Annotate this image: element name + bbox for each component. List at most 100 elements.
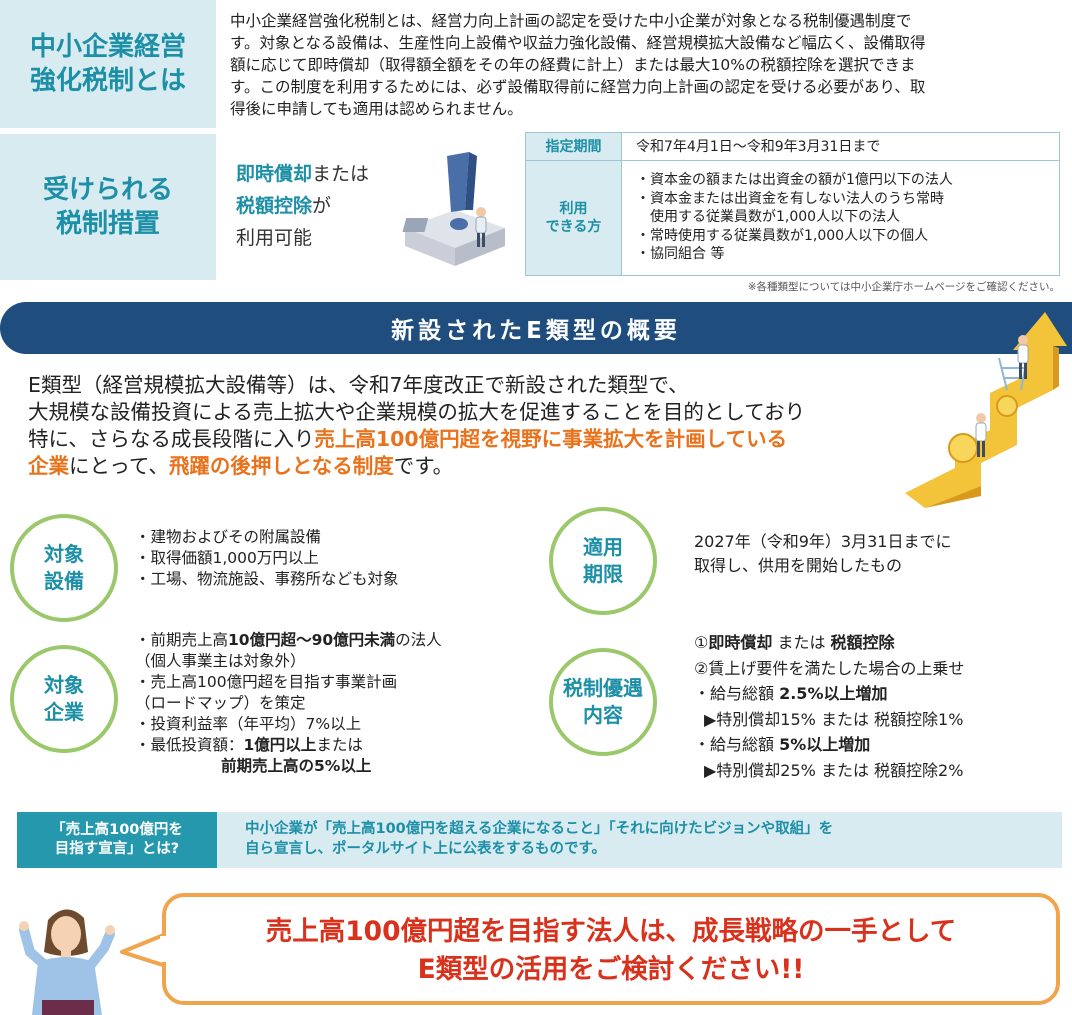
benefit-summary: 即時償却または 税額控除が 利用可能 — [236, 158, 369, 254]
users-line: ・資本金または出資金を有しない法人のうち常時 — [636, 190, 944, 207]
call-to-action-callout: 売上高100億円超を目指す法人は、成長戦略の一手として E類型の活用をご検討くだ… — [162, 893, 1060, 1005]
benefit-bold: 2.5%以上増加 — [779, 684, 888, 703]
period-text: 2027年（令和9年）3月31日までに 取得し、供用を開始したもの — [694, 530, 951, 578]
intro-line: す。対象となる設備は、生産性向上設備や収益力強化設備、経営規模拡大設備など幅広く… — [230, 34, 926, 52]
label2-line1: 受けられる — [42, 175, 173, 205]
benefit-text: ① — [694, 633, 709, 652]
intro-line: 中小企業経営強化税制とは、経営力向上計画の認定を受けた中小企業が対象となる税制優… — [230, 12, 912, 30]
declaration-label-line: 「売上高100億円を — [51, 822, 183, 838]
intro-line: 額に応じて即時償却（取得額全額をその年の経費に計上）または最大10%の税額控除を… — [230, 56, 916, 74]
label1-line2: 強化税制とは — [29, 66, 186, 96]
company-text: ・最低投資額： — [135, 736, 244, 754]
label-tax-measures: 受けられる 税制措置 — [0, 134, 216, 280]
users-value: ・資本金の額または出資金の額が1億円以下の法人 ・資本金または出資金を有しない法… — [636, 171, 953, 264]
users-label-line1: 利用 — [559, 201, 588, 217]
circle-label: 対象 — [44, 673, 84, 697]
equipment-list: ・建物およびその附属設備 ・取得価額1,000万円以上 ・工場、物流施設、事務所… — [135, 527, 399, 590]
users-line: 使用する従業員数が1,000人以下の法人 — [636, 209, 901, 225]
eintro-text: 特に、さらなる成長段階に入り — [28, 427, 315, 451]
benefit-text: ・給与総額 — [694, 735, 780, 754]
circle-label: 期限 — [583, 562, 623, 586]
benefit-text: または — [312, 163, 370, 185]
company-bold: 10億円超～90億円未満 — [228, 631, 396, 649]
declaration-text: 中小企業が「売上高100億円を超える企業になること」「それに向けたビジョンや取組… — [217, 812, 1062, 868]
circle-tax-benefit: 税制優遇 内容 — [549, 648, 657, 756]
company-text: ・投資利益率（年平均）7%以上 — [135, 715, 362, 733]
eintro-line: E類型（経営規模拡大設備等）は、令和7年度改正で新設された類型で、 — [28, 373, 689, 397]
company-requirements: ・前期売上高10億円超～90億円未満の法人 （個人事業主は対象外） ・売上高10… — [135, 630, 442, 777]
benefit-text: ▶特別償却15% または 税額控除1% — [704, 709, 964, 729]
benefit-bold: 即時償却 — [708, 633, 773, 652]
company-bold: 1億円以上 — [243, 736, 317, 754]
period-line: 2027年（令和9年）3月31日までに — [694, 532, 952, 551]
label1-line1: 中小企業経営 — [29, 32, 186, 62]
label2-line2: 税制措置 — [55, 209, 160, 239]
benefit-bold: 税額控除 — [830, 633, 895, 652]
eintro-text: です。 — [393, 454, 454, 478]
users-line: ・協同組合 等 — [636, 246, 725, 262]
callout-tail-mask — [160, 936, 170, 962]
eintro-text: にとって、 — [69, 454, 169, 478]
declaration-label-line: 目指す宣言」とは? — [54, 841, 180, 857]
circle-label: 設備 — [44, 569, 84, 593]
eintro-line: 大規模な設備投資による売上拡大や企業規模の拡大を促進することを目的としており — [28, 400, 806, 424]
circle-target-equipment: 対象 設備 — [10, 514, 118, 622]
company-text: （個人事業主は対象外） — [135, 652, 306, 670]
callout-line: 売上高100億円超を目指す法人は、成長戦略の一手として — [265, 916, 957, 947]
benefit-text: 利用可能 — [236, 227, 313, 249]
circle-label: 企業 — [44, 700, 84, 724]
equipment-item: ・建物およびその附属設備 — [135, 528, 322, 546]
benefit-text: ・給与総額 — [694, 684, 780, 703]
intro-line: す。この制度を利用するためには、必ず設備取得前に経営力向上計画の認定を受ける必要… — [230, 78, 926, 96]
footnote: ※各種類型については中小企業庁ホームページをご確認ください。 — [747, 281, 1060, 293]
table-row-period: 指定期間 令和7年4月1日～令和9年3月31日まで — [526, 133, 1059, 161]
benefit-bold: 5%以上増加 — [779, 735, 871, 754]
circle-label: 内容 — [583, 703, 623, 727]
benefit-details: ①即時償却 または 税額控除 ②賃上げ要件を満たした場合の上乗せ ・給与総額 2… — [694, 630, 964, 783]
circle-application-period: 適用 期限 — [549, 507, 657, 615]
benefit-text: ②賃上げ要件を満たした場合の上乗せ — [694, 658, 965, 678]
e-type-intro: E類型（経営規模拡大設備等）は、令和7年度改正で新設された類型で、 大規模な設備… — [28, 372, 908, 480]
benefit-highlight: 税額控除 — [236, 195, 313, 217]
users-line: ・資本金の額または出資金の額が1億円以下の法人 — [636, 172, 953, 188]
growth-arrow-illustration — [905, 312, 1067, 508]
users-label: 利用 できる方 — [526, 161, 622, 275]
company-text: の法人 — [395, 631, 442, 649]
benefit-text: または — [772, 633, 831, 652]
company-bold: 前期売上高の5%以上 — [221, 757, 372, 775]
eintro-highlight: 飛躍の後押しとなる制度 — [168, 454, 394, 478]
equipment-item: ・工場、物流施設、事務所なども対象 — [135, 570, 399, 588]
eintro-highlight: 企業 — [28, 454, 69, 478]
benefit-text: が — [312, 195, 332, 217]
label-what-is-tax-system: 中小企業経営 強化税制とは — [0, 0, 216, 128]
eintro-highlight: 売上高100億円超を視野に事業拡大を計画している — [314, 427, 788, 451]
declaration-line: 中小企業が「売上高100億円を超える企業になること」「それに向けたビジョンや取組… — [245, 821, 834, 837]
table-row-users: 利用 できる方 ・資本金の額または出資金の額が1億円以下の法人 ・資本金または出… — [526, 161, 1059, 275]
banner-title: 新設されたE類型の概要 — [391, 318, 681, 344]
callout-line: E類型の活用をご検討ください!! — [417, 954, 805, 985]
period-value: 令和7年4月1日～令和9年3月31日まで — [636, 139, 881, 155]
benefit-text: ▶特別償却25% または 税額控除2% — [704, 760, 964, 780]
intro-line: 得後に申請しても適用は認められません。 — [230, 100, 523, 118]
company-text: ・前期売上高 — [135, 631, 229, 649]
woman-pointing-illustration — [19, 909, 115, 1015]
company-text: ・売上高100億円超を目指す事業計画 — [135, 673, 398, 691]
circle-label: 対象 — [44, 542, 84, 566]
declaration-label: 「売上高100億円を 目指す宣言」とは? — [17, 812, 217, 868]
company-text: または — [316, 736, 363, 754]
circle-label: 適用 — [583, 535, 623, 559]
period-label: 指定期間 — [526, 133, 622, 160]
circle-target-company: 対象 企業 — [10, 645, 118, 753]
intro-paragraph: 中小企業経営強化税制とは、経営力向上計画の認定を受けた中小企業が対象となる税制優… — [230, 10, 1060, 120]
users-line: ・常時使用する従業員数が1,000人以下の個人 — [636, 227, 929, 244]
circle-label: 税制優遇 — [563, 676, 643, 700]
company-text: （ロードマップ）を策定 — [135, 694, 306, 712]
exclamation-illustration — [402, 152, 505, 266]
benefit-highlight: 即時償却 — [236, 163, 313, 185]
section-banner: 新設されたE類型の概要 — [0, 302, 1072, 354]
equipment-item: ・取得価額1,000万円以上 — [135, 549, 319, 567]
users-label-line2: できる方 — [545, 219, 602, 235]
declaration-line: 自ら宣言し、ポータルサイト上に公表をするものです。 — [245, 841, 607, 857]
eligibility-table: 指定期間 令和7年4月1日～令和9年3月31日まで 利用 できる方 ・資本金の額… — [525, 132, 1060, 276]
period-line: 取得し、供用を開始したもの — [694, 556, 903, 575]
